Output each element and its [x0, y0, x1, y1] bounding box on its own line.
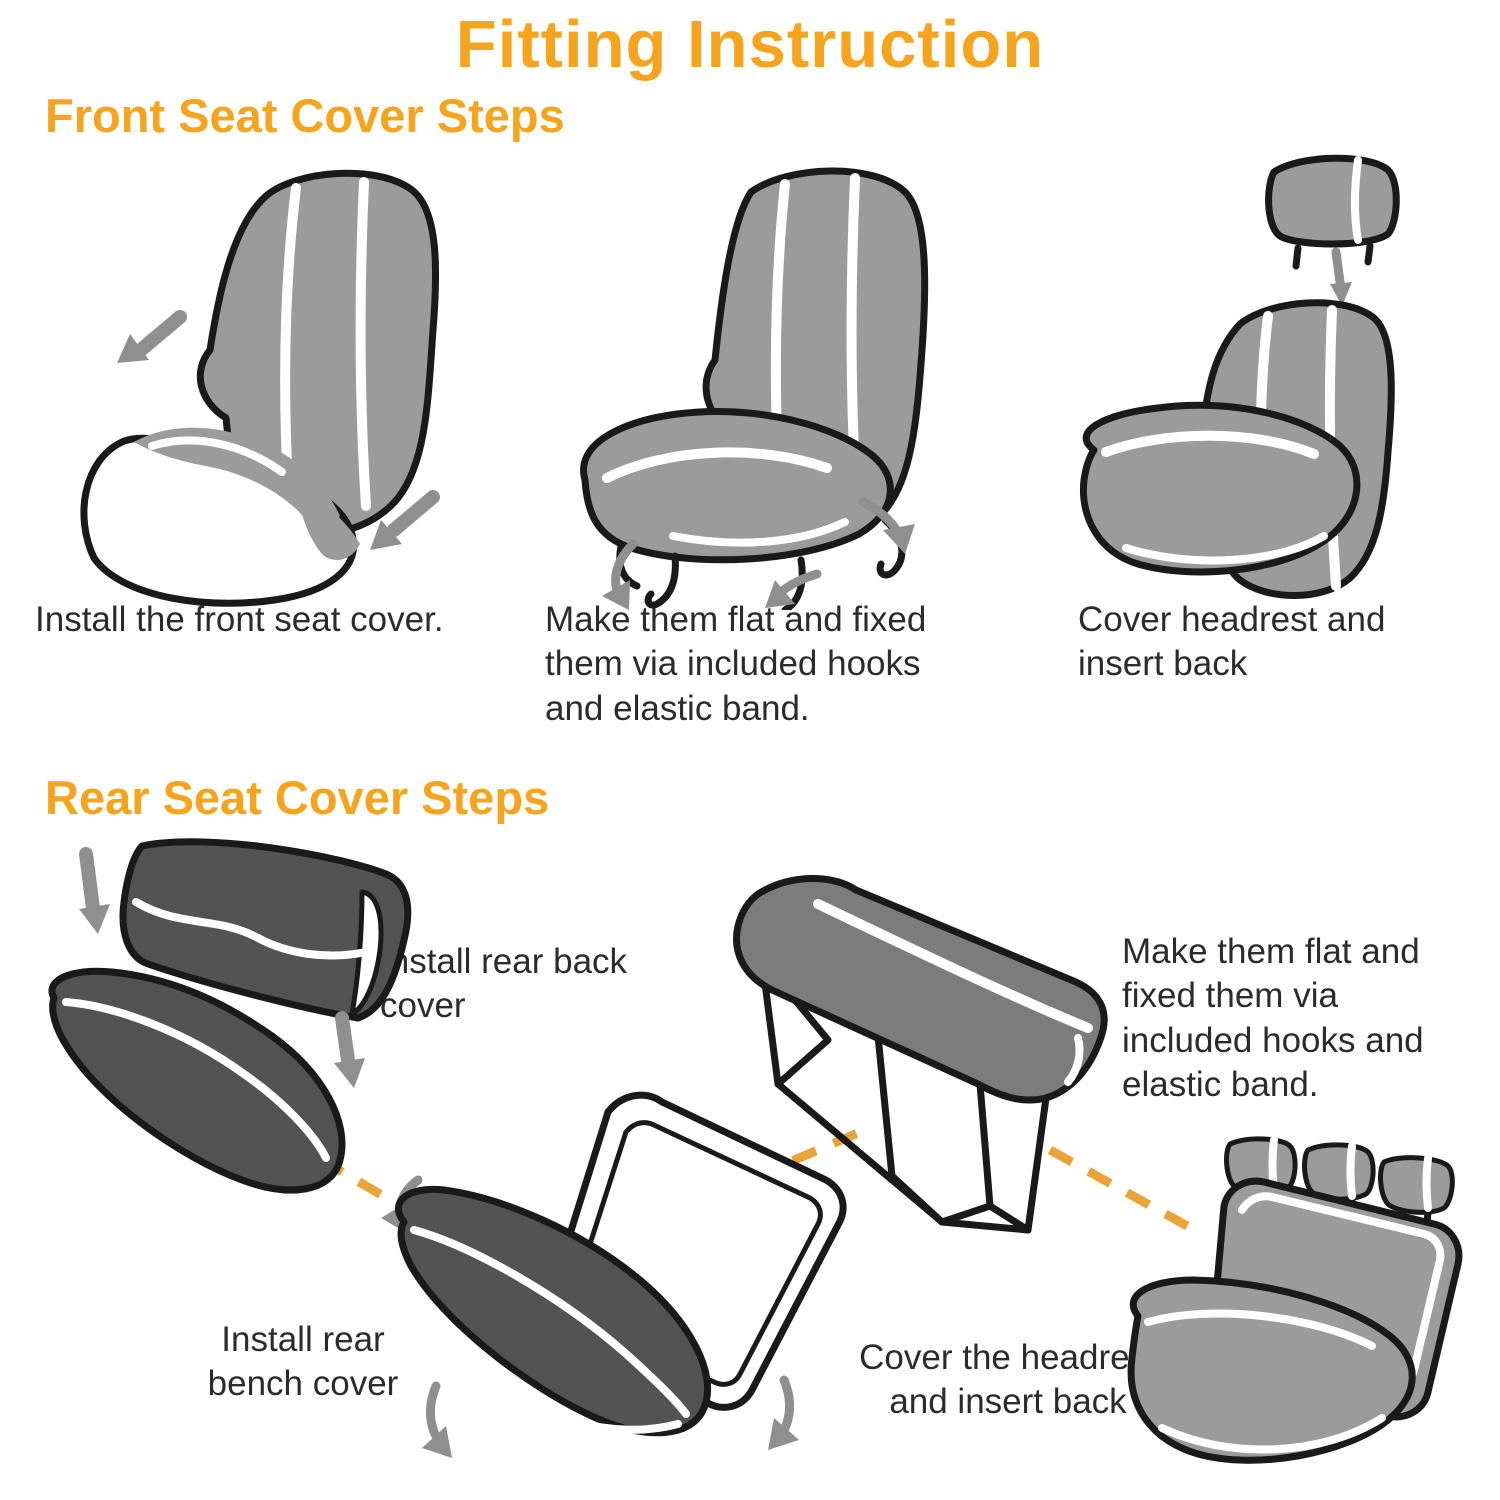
seat-stripe — [280, 183, 301, 493]
arrow-icon — [117, 310, 187, 363]
cover-stripe — [132, 898, 370, 960]
headrest-stripe — [1422, 1154, 1432, 1212]
front-step2-illustration — [580, 167, 929, 610]
arrow-icon — [768, 1375, 799, 1450]
cover-stripe — [1064, 1034, 1084, 1086]
rear-section-heading: Rear Seat Cover Steps — [45, 771, 550, 824]
cushion-stripe — [1158, 1414, 1386, 1454]
cover-flap — [296, 486, 360, 560]
bench-cushion — [1127, 1276, 1416, 1464]
seat-leg — [644, 552, 679, 609]
rear-step3-caption: Install rear bench cover — [207, 1320, 399, 1404]
front-step2-caption: Make them flat and fixed them via includ… — [545, 600, 927, 728]
rear-bench-cushion — [48, 967, 346, 1194]
cushion-stripe — [1144, 1309, 1376, 1350]
arrow-icon — [79, 847, 110, 934]
rear-step4-caption: Cover the headrest and insert back — [859, 1338, 1157, 1422]
rear-step1-illustration — [48, 838, 412, 1194]
front-step1-illustration — [80, 169, 440, 607]
headrest-post — [1292, 242, 1374, 270]
cushion-stripe — [602, 447, 832, 483]
rear-back-cover — [119, 838, 412, 1022]
arrow-icon — [765, 569, 822, 608]
cover-flap — [134, 427, 340, 526]
headrest-stripe — [1346, 1142, 1356, 1200]
rear-step3-illustration — [381, 1091, 847, 1458]
cover-stripe — [813, 899, 1093, 1033]
arrow-icon — [422, 1381, 452, 1458]
hook — [616, 542, 641, 590]
arrow-icon — [1330, 247, 1352, 306]
dashed-connector — [1047, 1146, 1201, 1236]
headrest-stripe — [1351, 156, 1362, 244]
seat-stripe — [1324, 305, 1341, 591]
front-section-heading: Front Seat Cover Steps — [45, 89, 565, 142]
cushion-stripe — [572, 1418, 682, 1434]
headrest — [1265, 154, 1400, 248]
cushion-stripe — [1101, 430, 1319, 459]
cushion-stripe — [62, 998, 330, 1162]
rear-step2-caption: Make them flat and fixed them via includ… — [1122, 932, 1424, 1105]
overturned-bench-cover — [733, 874, 1108, 1104]
front-step3-illustration — [1079, 154, 1400, 599]
rear-step4-illustration — [1127, 1136, 1463, 1464]
arrow-icon — [370, 490, 440, 550]
flap-stripe — [148, 436, 286, 476]
frame-brace — [872, 1012, 946, 1226]
cushion-stripe — [669, 518, 849, 547]
seat-leg — [781, 556, 806, 610]
headrest — [1378, 1155, 1455, 1215]
arrow-icon — [334, 1011, 365, 1088]
page-title: Fitting Instruction — [455, 7, 1045, 82]
arrow-icon — [858, 497, 915, 554]
cushion-stripe — [1122, 532, 1328, 565]
cushion-stripe — [410, 1226, 690, 1418]
frame-brace — [938, 1080, 1032, 1234]
arrow-icon — [602, 539, 638, 610]
front-step3-caption: Cover headrest and insert back — [1078, 600, 1386, 684]
seat-stripe — [355, 177, 371, 511]
front-step1-caption: Install the front seat cover. — [35, 600, 444, 639]
rear-step2-illustration — [733, 874, 1108, 1234]
